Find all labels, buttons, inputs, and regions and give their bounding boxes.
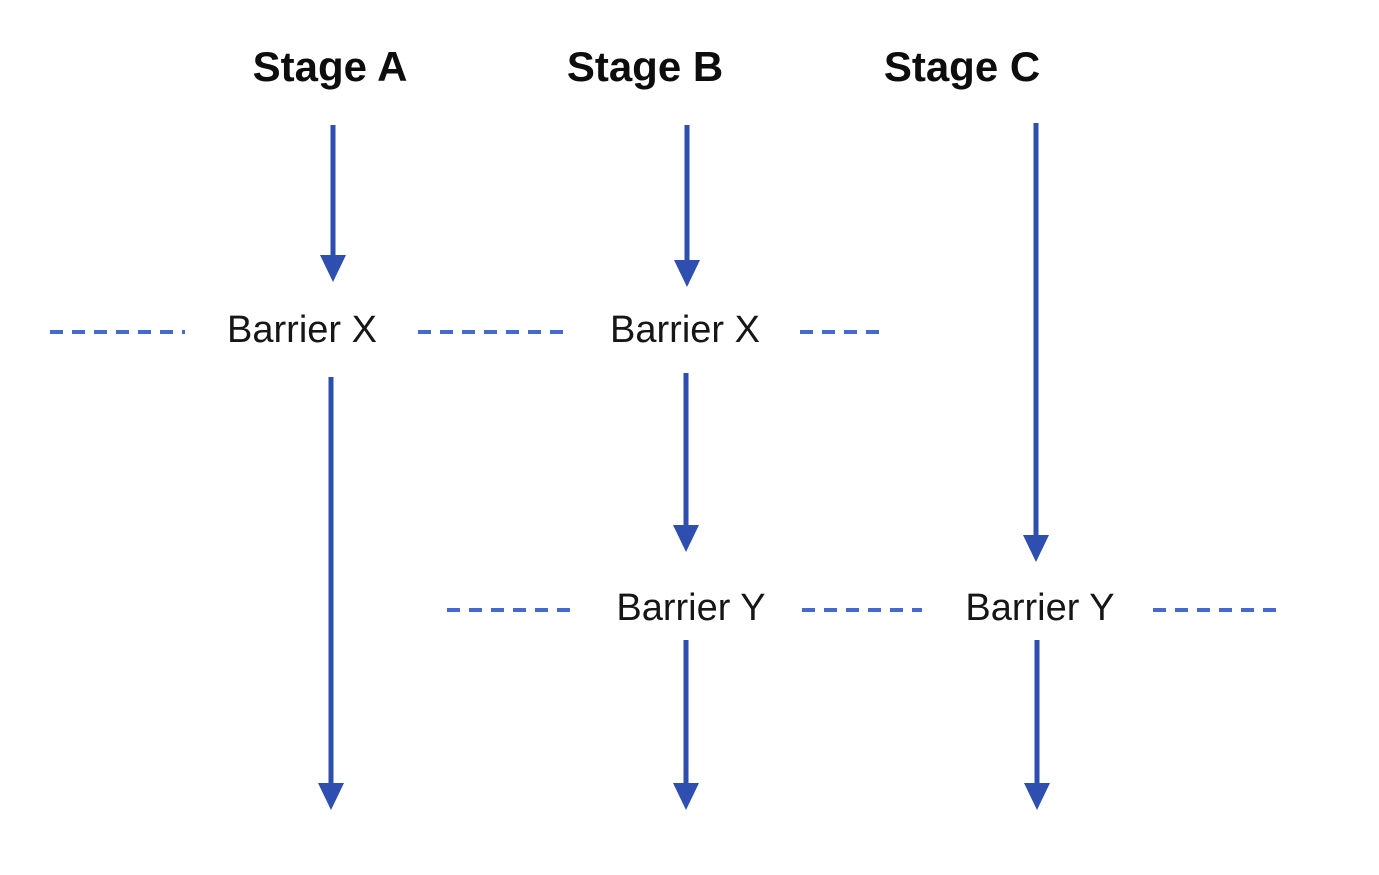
stage-a-arrow-bottom: [318, 377, 344, 810]
arrow-shaft: [330, 125, 336, 262]
stage-c-arrow-bottom: [1024, 640, 1050, 810]
arrowhead-icon: [318, 783, 344, 810]
arrow-shaft: [684, 125, 690, 267]
barrier-x-dash-left: [50, 330, 185, 334]
barrier-y-dash-left: [447, 608, 578, 612]
stage-c-label: Stage C: [883, 43, 1041, 90]
arrowhead-icon: [1023, 535, 1049, 562]
barrier-y-label-stage-b: Barrier Y: [610, 585, 772, 631]
arrowhead-icon: [673, 525, 699, 552]
stage-b-arrow-middle: [673, 373, 699, 552]
stage-a-label: Stage A: [252, 43, 408, 90]
barrier-x-label-stage-b: Barrier X: [604, 307, 766, 353]
barrier-x-label-stage-a: Barrier X: [221, 307, 383, 353]
barrier-x-dash-middle: [418, 330, 570, 334]
arrow-shaft: [683, 373, 689, 532]
arrowhead-icon: [674, 260, 700, 287]
arrowhead-icon: [1024, 783, 1050, 810]
arrow-shaft: [683, 640, 689, 790]
stage-a-arrow-top: [320, 125, 346, 282]
arrow-shaft: [1034, 640, 1040, 790]
arrow-shaft: [1033, 123, 1039, 542]
stage-b-arrow-bottom: [673, 640, 699, 810]
barrier-x-dash-right: [800, 330, 888, 334]
stage-b-label: Stage B: [566, 43, 724, 90]
stage-c-arrow-top: [1023, 123, 1049, 562]
arrowhead-icon: [673, 783, 699, 810]
arrow-shaft: [328, 377, 334, 790]
barrier-y-dash-middle: [802, 608, 922, 612]
stage-b-arrow-top: [674, 125, 700, 287]
arrowhead-icon: [320, 255, 346, 282]
barrier-y-label-stage-c: Barrier Y: [959, 585, 1121, 631]
barrier-y-dash-right: [1153, 608, 1282, 612]
